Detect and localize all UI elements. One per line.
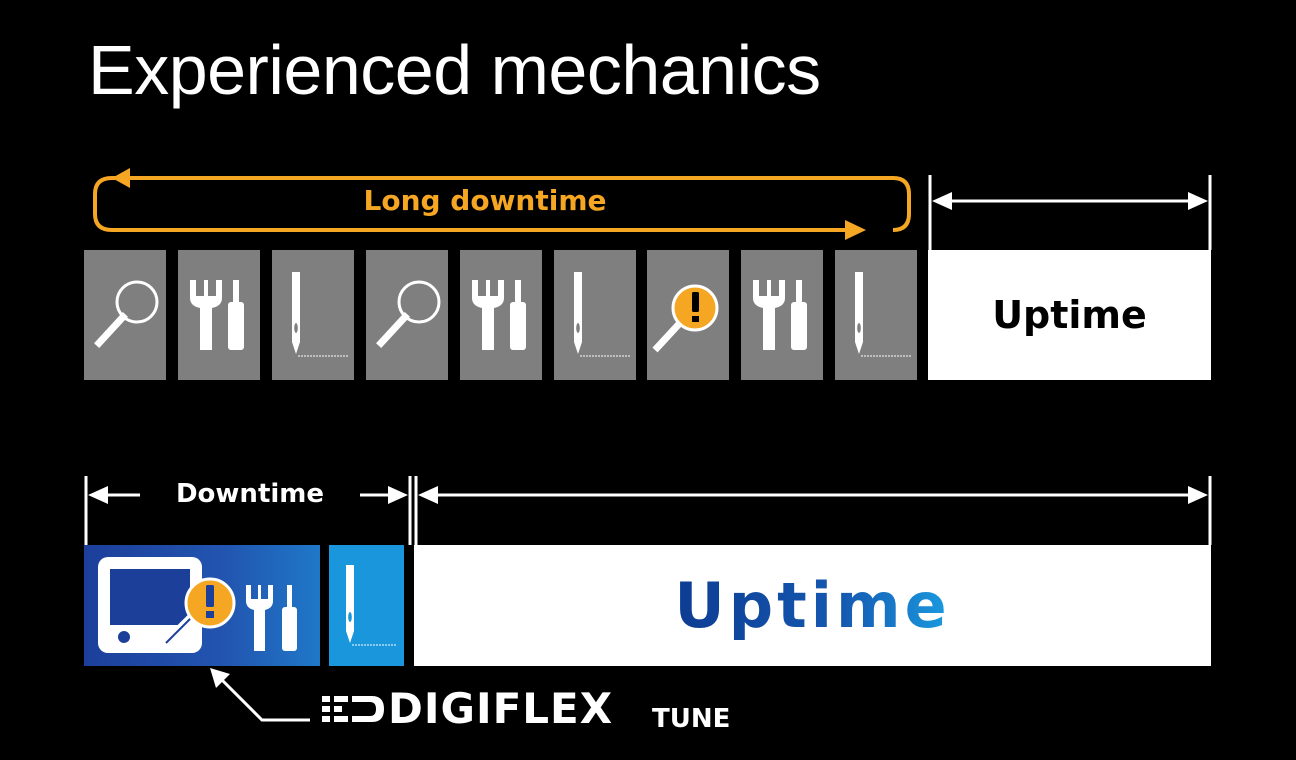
- brand-pointer-arrow: [216, 674, 310, 722]
- tile-magnifier-alert: [647, 250, 729, 380]
- needle-icon: [346, 565, 397, 646]
- needle-icon: [574, 272, 630, 357]
- tile-needle-1: [272, 250, 354, 380]
- wrench-screwdriver-icon: [753, 280, 807, 350]
- wrench-screwdriver-icon: [472, 280, 526, 350]
- uptime-bracket-2: [414, 476, 1212, 545]
- monitor-alert-tools-icon: [98, 557, 297, 653]
- needle-icon: [855, 272, 911, 357]
- downtime-bracket: [84, 476, 412, 545]
- long-downtime-label: Long downtime: [363, 184, 607, 217]
- uptime-label-2: Uptime: [674, 569, 951, 642]
- uptime-label-1: Uptime: [992, 293, 1147, 337]
- magnifier-alert-icon: [652, 284, 719, 353]
- tile-tools-2: [460, 250, 542, 380]
- uptime-arrow-left-2: [418, 486, 438, 504]
- uptime-arrow-right-1: [1188, 192, 1208, 210]
- uptime-box-2: Uptime: [414, 545, 1211, 666]
- uptime-arrow-right-2: [1188, 486, 1208, 504]
- uptime-bracket-1: [928, 175, 1212, 250]
- needle-tile-blue: [329, 545, 404, 666]
- page-title: Experienced mechanics: [88, 31, 821, 109]
- uptime-arrow-left-1: [932, 192, 952, 210]
- downtime-arrow-left: [88, 486, 108, 504]
- long-downtime-arrow-left: [112, 168, 130, 188]
- downtime-arrow-right: [388, 486, 408, 504]
- tile-needle-2: [554, 250, 636, 380]
- wrench-screwdriver-icon: [190, 280, 244, 350]
- digiflex-monitor-tile: [84, 545, 320, 666]
- brand-suffix: TUNE: [652, 704, 731, 734]
- tile-needle-3: [835, 250, 917, 380]
- tile-magnifier-1: [84, 250, 166, 380]
- tile-tools-3: [741, 250, 823, 380]
- uptime-box-1: Uptime: [928, 250, 1211, 380]
- magnifier-icon: [376, 280, 441, 348]
- tile-tools-1: [178, 250, 260, 380]
- tile-magnifier-2: [366, 250, 448, 380]
- downtime-label: Downtime: [175, 479, 325, 509]
- brand-pointer-arrowhead: [210, 668, 230, 688]
- brand-wordmark: DIGIFLEX: [388, 684, 614, 733]
- brand-logo-mark-icon: [322, 696, 384, 722]
- needle-icon: [292, 272, 348, 357]
- long-downtime-arrow-right: [845, 220, 866, 240]
- magnifier-icon: [94, 280, 159, 348]
- long-downtime-bracket: [93, 176, 911, 232]
